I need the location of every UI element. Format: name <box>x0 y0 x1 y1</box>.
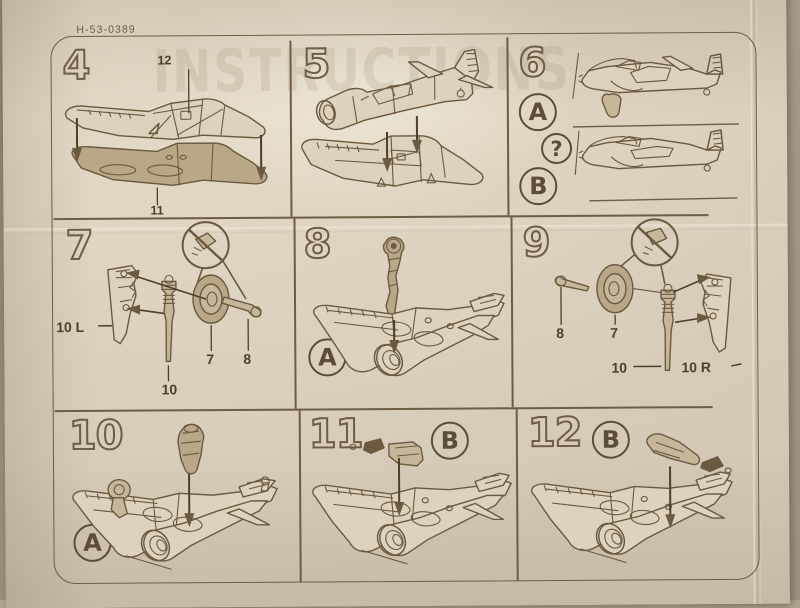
step-5-diagram <box>294 37 505 216</box>
callout-7-right: 7 <box>610 325 618 341</box>
step-8-diagram <box>298 219 509 406</box>
step-11-diagram <box>303 411 514 582</box>
no-glue-symbol <box>183 222 229 268</box>
kit-code-label: H-53-0389 <box>76 24 136 36</box>
callout-7: 7 <box>206 351 214 367</box>
step-panel-8: 8 A <box>298 219 509 406</box>
no-glue-symbol <box>632 219 678 265</box>
step-panel-10: 10 A <box>61 413 298 584</box>
step-panel-7: 7 <box>56 221 293 408</box>
callout-12: 12 <box>157 53 171 67</box>
step-10-diagram <box>61 413 298 584</box>
callout-10-right: 10 <box>611 360 627 376</box>
step-9-diagram <box>515 218 755 405</box>
step-panel-12: 12 B <box>520 410 756 581</box>
callout-8-right: 8 <box>556 325 564 341</box>
step-panel-6: 6 A ? B <box>510 36 753 215</box>
callout-10R: 10 R <box>681 359 711 375</box>
step-panel-4: 4 12 <box>52 39 289 218</box>
callout-10: 10 <box>161 381 177 397</box>
step-7-diagram <box>56 221 293 408</box>
callout-10L: 10 L <box>56 319 84 335</box>
step-panel-5: 5 <box>294 37 505 216</box>
step-panel-9: 9 <box>515 218 755 405</box>
callout-8: 8 <box>243 351 251 367</box>
step-6-diagram <box>510 36 753 215</box>
step-12-diagram <box>520 410 756 581</box>
callout-11: 11 <box>150 203 163 217</box>
step-panel-11: 11 B <box>303 411 514 582</box>
